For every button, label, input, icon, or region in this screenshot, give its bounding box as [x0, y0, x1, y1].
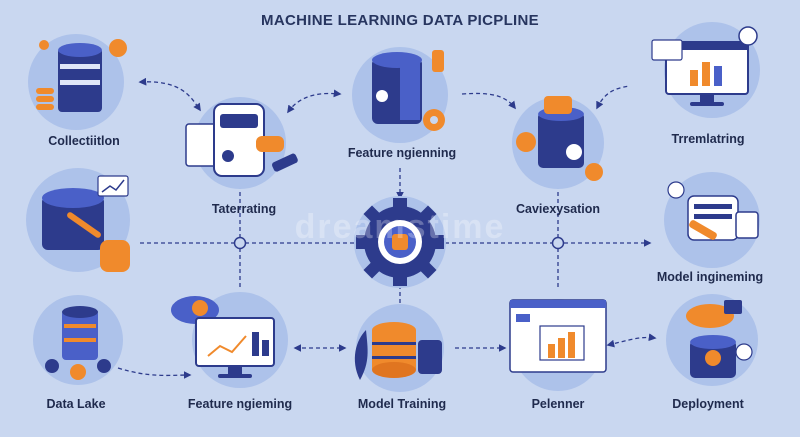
node-model-training[interactable] — [354, 304, 444, 392]
gear-icon — [423, 109, 445, 131]
label-pelenner: Pelenner — [531, 397, 585, 411]
label-feature-engineering-top: Feature ngienning — [347, 146, 457, 160]
bulb-icon — [738, 26, 758, 46]
chart-line-icon — [101, 179, 125, 193]
label-deployment: Deployment — [672, 397, 744, 411]
label-feature-engineering-bottom: Feature ngieming — [187, 397, 293, 411]
monitor-icon — [195, 317, 275, 378]
monitor-icon — [665, 41, 749, 106]
pen-icon — [67, 212, 101, 238]
hand-pointer-icon — [256, 136, 298, 172]
connector-caviexysation-tremtatring — [596, 85, 631, 110]
database-icon — [372, 322, 442, 378]
pin-icon — [39, 40, 49, 50]
node-pelenner[interactable] — [509, 299, 607, 391]
connector-collection-tatterrating — [138, 77, 201, 112]
node-collection[interactable] — [28, 34, 127, 130]
connector-pelenner-deployment — [606, 333, 657, 348]
junctions — [233, 236, 565, 250]
database-icon — [36, 43, 102, 112]
diagram-title: MACHINE LEARNING DATA PICPLINE — [261, 12, 539, 29]
database-icon — [42, 188, 104, 250]
node-deployment[interactable] — [666, 294, 758, 386]
label-tremtatring: Trremlatring — [671, 132, 745, 146]
settings-badge-icon — [109, 39, 127, 57]
funnel-icon — [432, 50, 444, 72]
document-icon — [509, 299, 607, 373]
document-icon — [185, 103, 265, 177]
node-feature-engineering-bottom[interactable] — [171, 292, 288, 388]
user-icon — [45, 359, 111, 380]
junction-right — [551, 236, 565, 250]
connector-tatterrating-feature — [287, 89, 342, 114]
user-icon — [735, 343, 753, 361]
node-feature-engineering-top[interactable] — [352, 47, 448, 143]
label-data-lake: Data Lake — [46, 397, 106, 411]
label-collection: Collectiitlon — [48, 134, 120, 148]
label-model-ingineming: Model ingineming — [656, 270, 764, 284]
hand-icon — [100, 240, 130, 272]
database-icon — [62, 306, 98, 360]
database-icon — [372, 52, 422, 124]
node-tatterrating[interactable] — [185, 97, 299, 189]
connector-datalake-feature — [117, 367, 192, 379]
gear-small-icon — [376, 90, 388, 102]
label-model-training: Model Training — [357, 397, 447, 411]
node-caviexysation[interactable] — [512, 96, 604, 189]
node-model-ingineming[interactable] — [664, 172, 760, 268]
bolt-icon — [667, 181, 685, 199]
junction-left — [233, 236, 247, 250]
pen-icon — [689, 220, 717, 240]
connector-feature-caviexysation — [461, 92, 516, 110]
database-icon — [690, 335, 736, 378]
chart-icon — [97, 175, 129, 197]
node-storage-left[interactable] — [26, 168, 130, 272]
label-caviexysation: Caviexysation — [515, 202, 601, 216]
leaf-icon — [354, 330, 368, 380]
node-tremtatring[interactable] — [651, 22, 760, 118]
gear-icon — [516, 132, 603, 181]
label-tatterrating: Taterrating — [211, 202, 277, 216]
gear-icon — [356, 198, 444, 286]
node-data-lake[interactable] — [33, 295, 123, 385]
note-icon — [651, 39, 683, 61]
node-central-gear[interactable] — [354, 196, 446, 288]
cloud-icon — [686, 300, 742, 328]
